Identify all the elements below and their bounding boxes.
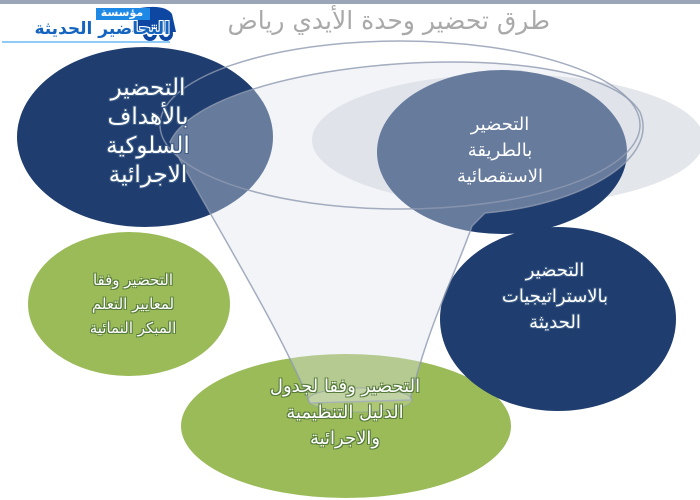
node-strategies-label: التحضير بالاستراتيجيات الحديثة	[501, 260, 609, 333]
node-inductive-shape	[377, 70, 627, 234]
page-title: طرق تحضير وحدة الأيدي رياض	[227, 6, 550, 35]
publisher-logo: مؤسسة التحاضير الحديثة	[0, 2, 180, 48]
node-guide-label: التحضير وفقا لجدول الدليل التنظيمية والا…	[269, 376, 421, 449]
funnel-rim	[159, 40, 641, 210]
node-inductive-label: التحضير بالطريقة الاستقصائية	[456, 114, 544, 187]
node-standards-shape	[28, 232, 230, 376]
funnel-shape	[169, 61, 644, 404]
node-guide-shape	[181, 354, 511, 498]
node-strategies-shape	[440, 227, 676, 411]
logo-small-text: مؤسسة	[100, 6, 144, 19]
top-border	[0, 0, 700, 4]
node-standards-label: التحضير وفقا لمعايير التعلم المبكر النما…	[89, 271, 177, 337]
logo-graphic	[2, 6, 176, 43]
node-behavioral-shape	[17, 47, 273, 227]
logo-main-text: التحاضير الحديثة	[34, 19, 170, 39]
node-behavioral-label: التحضير بالأهداف السلوكية الاجرائية	[106, 75, 190, 188]
funnel-neck	[307, 387, 413, 413]
